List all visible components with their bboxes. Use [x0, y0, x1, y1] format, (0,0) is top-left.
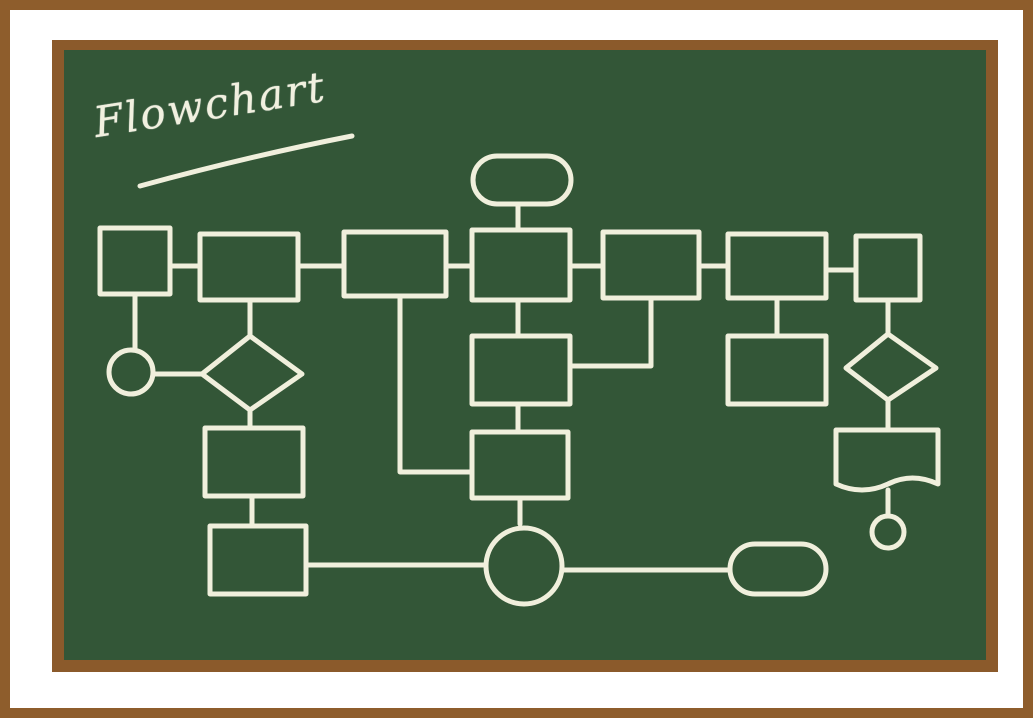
- flowchart-diagram: [50, 38, 1000, 674]
- board-surface: [64, 50, 986, 660]
- chalkboard: [50, 38, 1000, 674]
